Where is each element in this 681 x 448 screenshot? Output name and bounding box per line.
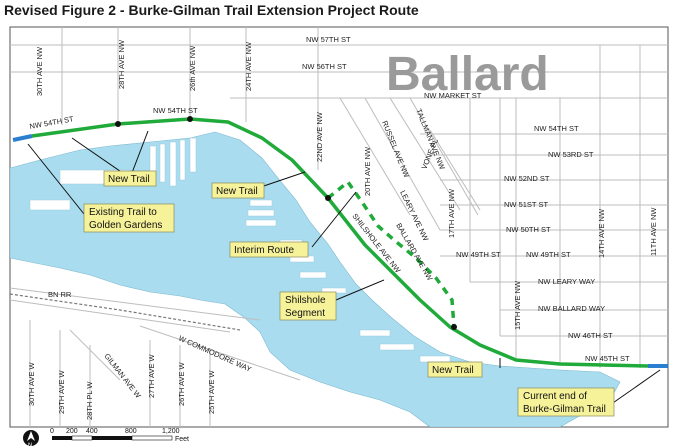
north-arrow: N [23,430,39,448]
svg-text:New Trail: New Trail [432,365,474,376]
street-label-nw56: NW 56TH ST [302,62,347,71]
street-label-20th-ave: 20TH AVE NW [363,146,372,196]
street-label-24th-ave-top: 24TH AVE NW [244,41,253,91]
interim-route [326,179,456,328]
street-label-nw49a: NW 49TH ST [456,250,501,259]
street-label-nw53: NW 53RD ST [548,150,594,159]
callout-shilshole: Shilshole Segment [279,291,337,321]
street-label-29th-ave-w: 29TH AVE W [57,369,66,414]
map-title: Revised Figure 2 - Burke-Gilman Trail Ex… [4,2,419,18]
callout-new-trail-mid: New Trail [211,182,265,199]
svg-text:New Trail: New Trail [216,186,258,197]
bn-railroad [10,293,241,331]
callout-current-end-line1: Current end of [523,391,587,402]
callout-new-trail-left: New Trail [103,170,157,187]
street-label-22nd-ave: 22ND AVE NW [315,111,324,162]
callout-shilshole-line1: Shilshole [285,295,326,306]
north-label: N [28,443,32,448]
street-label-25th-ave-w: 25TH AVE W [207,369,216,414]
street-label-nw49b: NW 49TH ST [526,250,571,259]
existing-trail-west [12,134,33,142]
street-label-ballard-way: NW BALLARD WAY [538,304,605,313]
street-label-26th-ave-w: 26TH AVE W [177,361,186,406]
scale-tick-4: 1,200 [162,428,180,435]
street-label-nw45: NW 45TH ST [585,354,630,363]
callout-interim-route: Interim Route [229,241,309,258]
street-label-nw46: NW 46TH ST [568,331,613,340]
street-label-nw51: NW 51ST ST [504,200,548,209]
svg-text:New Trail: New Trail [108,174,150,185]
neighborhood-label: Ballard [386,48,549,101]
new-trail-route [31,117,649,368]
street-label-17th-ave: 17TH AVE NW [447,188,456,238]
street-label-30th-ave-top: 30TH AVE NW [35,46,44,96]
street-grid [10,27,668,368]
street-label-market: NW MARKET ST [424,91,482,100]
callout-shilshole-line2: Segment [285,308,325,319]
street-label-nw54-right: NW 54TH ST [534,124,579,133]
callout-existing-trail: Existing Trail to Golden Gardens [83,203,175,233]
callout-existing-line1: Existing Trail to [89,207,157,218]
street-label-27th-ave-w: 27TH AVE W [147,353,156,398]
scale-tick-3: 800 [125,428,137,435]
scale-tick-0: 0 [50,428,54,435]
street-label-leary-way: NW LEARY WAY [538,277,595,286]
street-label-26th-ave-top: 26th AVE NW [188,45,197,91]
street-label-28th-ave-top: 28TH AVE NW [117,39,126,89]
street-label-bn-rr: BN RR [48,290,72,299]
street-grid-south [10,287,301,427]
street-label-nw57: NW 57TH ST [306,35,351,44]
callout-current-end-line2: Burke-Gilman Trail [523,404,606,415]
street-label-nw52: NW 52ND ST [504,174,550,183]
street-label-30th-ave-w: 30TH AVE W [27,361,36,406]
street-label-28th-pl-w: 28TH PL W [85,381,94,420]
scale-unit: Feet [175,436,189,443]
street-label-nw50: NW 50TH ST [506,225,551,234]
route-nodes [115,116,457,330]
street-label-14th-ave: 14TH AVE NW [597,208,606,258]
scale-tick-2: 400 [86,428,98,435]
scale-tick-1: 200 [66,428,78,435]
svg-text:Interim Route: Interim Route [234,245,294,256]
trail-route-map: Ballard NW 57TH ST NW 56TH ST NW 54TH ST… [9,26,669,448]
callout-current-end: Current end of Burke-Gilman Trail [517,387,615,417]
callout-existing-line2: Golden Gardens [89,220,162,231]
callout-new-trail-right: New Trail [427,361,483,378]
street-label-nw54-mid: NW 54TH ST [153,106,198,115]
street-label-11th-ave: 11TH AVE NW [649,207,658,256]
street-label-15th-ave: 15TH AVE NW [513,280,522,330]
scale-bar: 0 200 400 800 1,200 Feet [50,428,189,443]
